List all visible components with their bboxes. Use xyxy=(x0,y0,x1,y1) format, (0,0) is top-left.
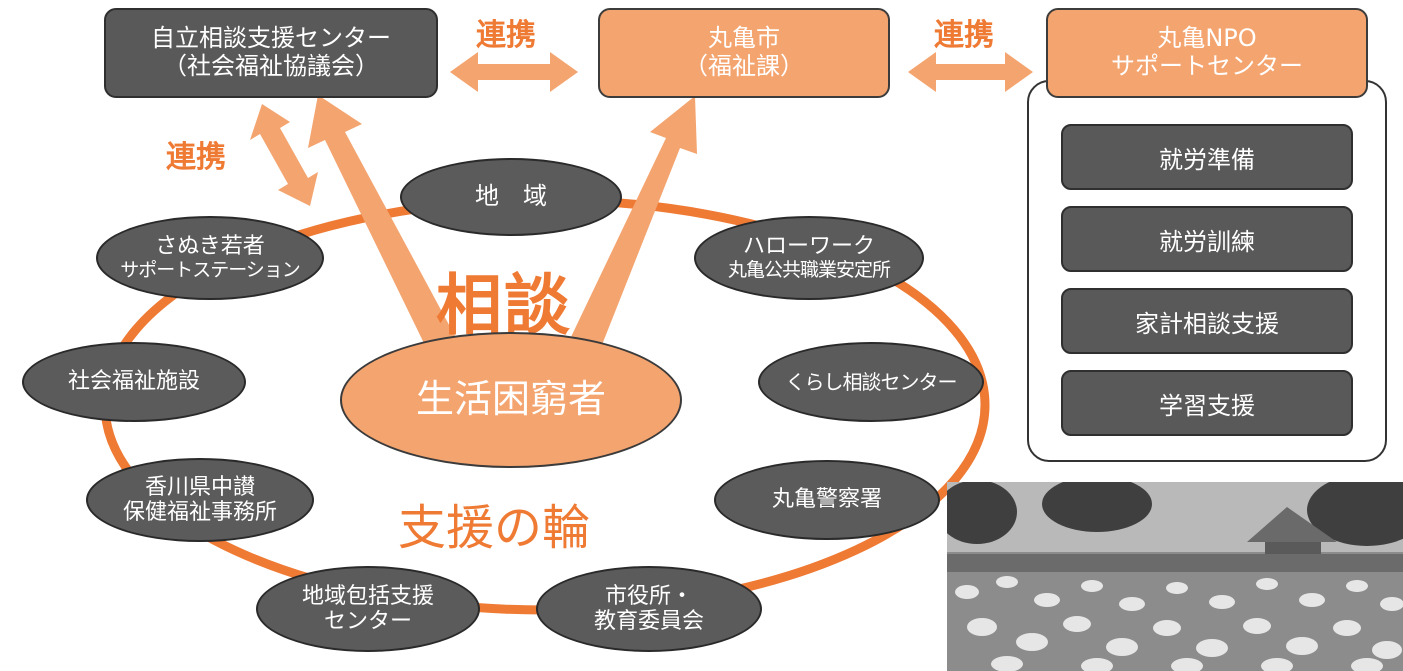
city-line2: （福祉課） xyxy=(684,52,804,80)
ring-node-hellowork: ハローワーク 丸亀公共職業安定所 xyxy=(694,216,924,300)
npo-support-center-box: 丸亀NPO サポートセンター xyxy=(1046,8,1368,98)
kurashi-label: くらし相談センター xyxy=(785,369,958,394)
city-line1: 丸亀市 xyxy=(708,24,780,53)
npo-service-item: 学習支援 xyxy=(1061,370,1353,436)
person-oval: 生活困窮者 xyxy=(340,332,682,468)
police-label: 丸亀警察署 xyxy=(771,487,882,513)
chiiki-label: 地 域 xyxy=(475,182,547,211)
sanuki-line1: さぬき若者 xyxy=(155,234,265,260)
ring-node-chiiki: 地 域 xyxy=(400,158,622,236)
ring-node-police: 丸亀警察署 xyxy=(714,460,940,540)
link-label: 連携 xyxy=(934,18,994,53)
npo-service-item: 就労準備 xyxy=(1061,124,1353,190)
ring-node-kurashi: くらし相談センター xyxy=(758,342,984,422)
link-label: 連携 xyxy=(476,18,536,53)
ring-label: 支援の輪 xyxy=(398,500,591,556)
garden-photo xyxy=(947,482,1403,671)
ring-node-houkatsu: 地域包括支援 センター xyxy=(256,566,480,652)
link-arrow-2 xyxy=(908,52,1033,92)
jiritsu-line2: （社会福祉協議会） xyxy=(163,52,379,80)
link-label: 連携 xyxy=(166,140,226,175)
shakai-label: 社会福祉施設 xyxy=(67,369,200,395)
kagawa-line2: 保健福祉事務所 xyxy=(122,500,277,525)
consult-arrow-left xyxy=(308,95,468,372)
npo-line2: サポートセンター xyxy=(1111,52,1303,80)
jiritsu-support-center-box: 自立相談支援センター （社会福祉協議会） xyxy=(104,8,438,98)
consult-arrow-right xyxy=(560,96,697,370)
link-arrow-1 xyxy=(450,52,578,92)
sanuki-line2: サポートステーション xyxy=(120,258,301,281)
shiyakusho-line2: 教育委員会 xyxy=(593,609,704,634)
city-welfare-box: 丸亀市 （福祉課） xyxy=(598,8,890,98)
houkatsu-line2: センター xyxy=(323,609,412,634)
shiyakusho-line1: 市役所・ xyxy=(604,583,693,609)
kagawa-line1: 香川県中讃 xyxy=(144,474,255,500)
ring-node-sanuki: さぬき若者 サポートステーション xyxy=(96,216,324,300)
ring-node-shiyakusho: 市役所・ 教育委員会 xyxy=(536,566,762,652)
npo-line1: 丸亀NPO xyxy=(1157,24,1257,53)
person-label: 生活困窮者 xyxy=(415,377,606,422)
ring-node-kagawa: 香川県中讃 保健福祉事務所 xyxy=(86,458,314,542)
hellowork-line2: 丸亀公共職業安定所 xyxy=(727,258,891,281)
npo-service-item: 家計相談支援 xyxy=(1061,288,1353,354)
hellowork-line1: ハローワーク xyxy=(742,234,875,260)
jiritsu-line1: 自立相談支援センター xyxy=(151,24,391,53)
houkatsu-line1: 地域包括支援 xyxy=(301,583,434,609)
ring-node-shakai: 社会福祉施設 xyxy=(22,342,246,422)
link-arrow-3 xyxy=(250,104,318,206)
npo-service-item: 就労訓練 xyxy=(1061,206,1353,272)
